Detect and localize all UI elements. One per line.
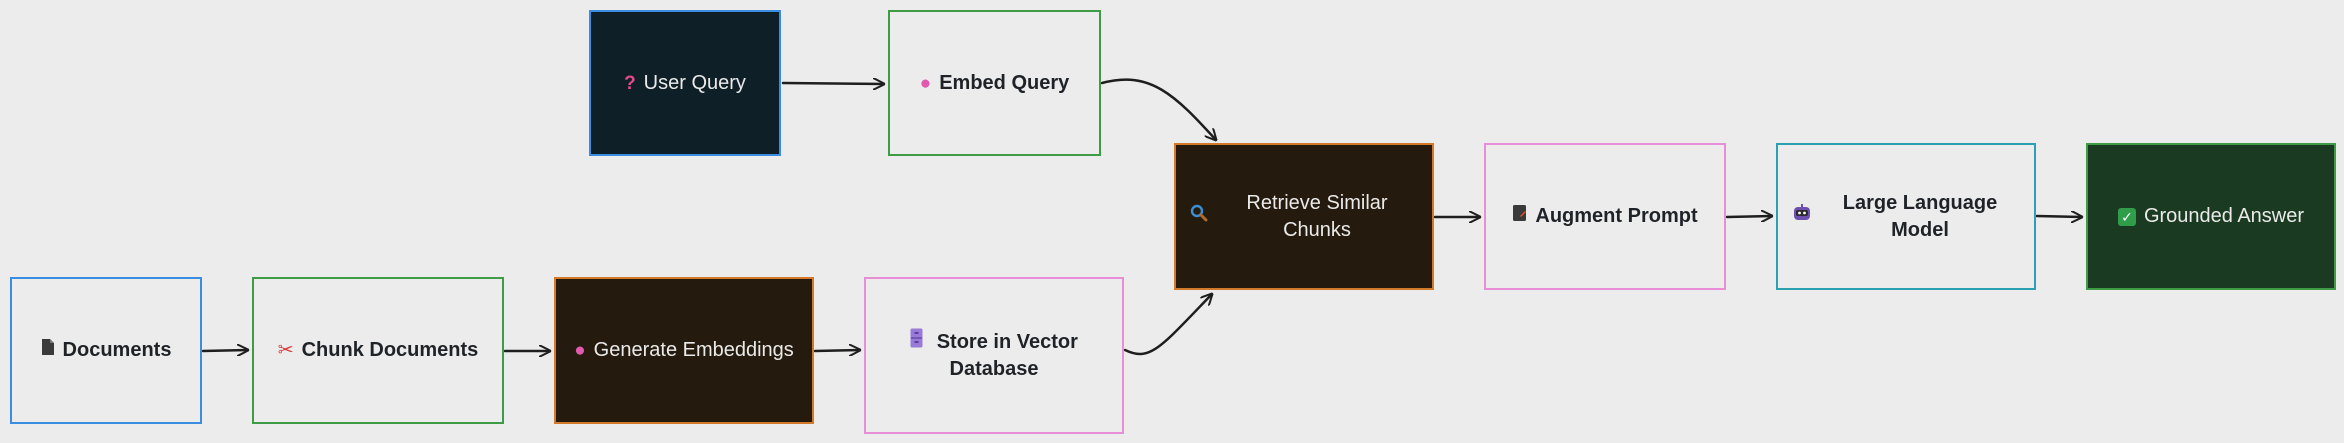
edge-documents-to-chunk <box>201 350 250 351</box>
magnifier-icon <box>1190 203 1208 230</box>
node-embed-query[interactable]: ● Embed Query <box>888 10 1101 156</box>
node-augment-label: Augment Prompt <box>1535 205 1698 227</box>
node-embed-query-label: Embed Query <box>939 71 1070 94</box>
question-mark-icon: ? <box>624 72 636 94</box>
node-user-query[interactable]: ? User Query <box>589 10 781 156</box>
robot-icon <box>1792 203 1812 230</box>
node-store-in-vector-database[interactable]: Store in Vector Database <box>864 277 1124 434</box>
node-grounded-answer[interactable]: ✓ Grounded Answer <box>2086 143 2336 290</box>
node-retrieve-similar-chunks[interactable]: Retrieve Similar Chunks <box>1174 143 1434 290</box>
document-icon <box>1512 203 1527 230</box>
edge-user-query-to-embed-query <box>781 83 886 84</box>
node-retrieve-label: Retrieve Similar Chunks <box>1246 191 1388 241</box>
edge-generate-to-store <box>813 350 862 351</box>
node-generate-label: Generate Embeddings <box>593 339 794 361</box>
edge-embed-query-to-retrieve <box>1100 78 1216 140</box>
document-icon <box>41 337 55 364</box>
node-generate-embeddings[interactable]: ● Generate Embeddings <box>554 277 814 424</box>
node-llm-label: Large Language Model <box>1842 191 1998 241</box>
node-answer-label: Grounded Answer <box>2143 205 2305 227</box>
brain-icon: ● <box>574 340 586 361</box>
file-cabinet-icon <box>910 328 923 356</box>
edge-augment-to-llm <box>1725 216 1774 217</box>
node-user-query-label: User Query <box>643 71 746 94</box>
node-chunk-label: Chunk Documents <box>301 339 479 361</box>
edge-store-to-retrieve <box>1123 294 1212 356</box>
node-chunk-documents[interactable]: ✂ Chunk Documents <box>252 277 504 424</box>
checkmark-icon: ✓ <box>2117 203 2136 230</box>
node-store-label: Store in Vector Database <box>936 331 1078 380</box>
scissors-icon: ✂ <box>277 340 294 361</box>
edge-llm-to-answer <box>2035 216 2084 217</box>
node-augment-prompt[interactable]: Augment Prompt <box>1484 143 1726 290</box>
brain-icon: ● <box>919 72 932 94</box>
node-large-language-model[interactable]: Large Language Model <box>1776 143 2036 290</box>
node-store-label-wrap: Store in Vector Database <box>904 328 1084 383</box>
node-documents[interactable]: Documents <box>10 277 202 424</box>
node-documents-label: Documents <box>62 339 172 361</box>
